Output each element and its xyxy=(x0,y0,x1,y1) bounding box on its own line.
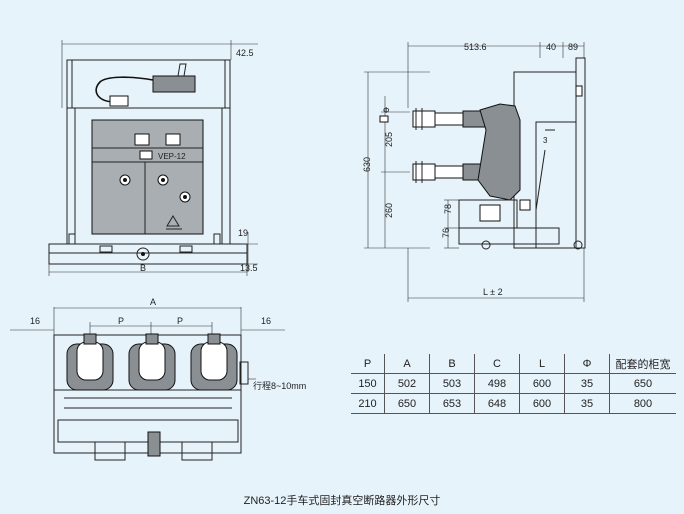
dim-3: 3 xyxy=(543,136,548,145)
table-row: 150 502 503 498 600 35 650 xyxy=(351,373,676,394)
dim-513-6: 513.6 xyxy=(464,42,487,52)
dim-16-left: 16 xyxy=(30,316,40,326)
dim-19: 19 xyxy=(238,228,248,238)
table-cell: 600 xyxy=(519,373,565,394)
dim-b: B xyxy=(140,263,146,273)
pole-middle xyxy=(128,333,176,391)
dim-p1: P xyxy=(118,316,124,326)
parameter-table: P A B C L Φ 配套的柜宽 150 502 503 498 600 35… xyxy=(351,354,676,414)
dim-p2: P xyxy=(177,316,183,326)
table-cell: 503 xyxy=(429,373,475,394)
table-cell: 150 xyxy=(351,373,385,394)
dim-a: A xyxy=(150,297,156,307)
table-cell: 502 xyxy=(384,373,430,394)
top-view: A P P 16 16 行程8~10mm xyxy=(10,297,306,461)
pole-left xyxy=(66,333,114,391)
indicator-window-left xyxy=(134,133,150,146)
embedded-pole xyxy=(477,103,521,201)
dim-13-5: 13.5 xyxy=(240,263,258,273)
table-header-cell: B xyxy=(429,354,475,374)
warning-triangle-icon xyxy=(166,215,180,227)
table-header-cell: P xyxy=(351,354,385,374)
dim-l: L ± 2 xyxy=(483,287,503,297)
stroke-label: 行程8~10mm xyxy=(253,380,306,391)
table-header-cell: L xyxy=(519,354,565,374)
front-view: 42.5 VEP-12 xyxy=(48,40,258,276)
indicator-window-right xyxy=(165,133,181,146)
table-header-cell: 配套的柜宽 xyxy=(609,354,676,374)
table-cell: 650 xyxy=(384,393,430,414)
table-cell: 650 xyxy=(609,373,676,394)
dim-89: 89 xyxy=(568,42,578,52)
dim-630: 630 xyxy=(362,157,372,172)
side-frame xyxy=(513,71,577,249)
upper-contact-arm xyxy=(412,108,494,130)
table-cell: 653 xyxy=(429,393,475,414)
side-view: 513.6 40 89 3 xyxy=(362,42,586,302)
top-handle xyxy=(152,75,196,93)
dim-40: 40 xyxy=(546,42,556,52)
table-header-cell: Φ xyxy=(564,354,610,374)
table-cell: 648 xyxy=(474,393,520,414)
dim-16-right: 16 xyxy=(261,316,271,326)
dim-phi: Φ xyxy=(383,106,389,115)
dim-260: 260 xyxy=(384,203,394,218)
table-row: 210 650 653 648 600 35 800 xyxy=(351,393,676,414)
table-cell: 35 xyxy=(564,373,610,394)
front-panel xyxy=(91,119,204,235)
pole-right xyxy=(190,333,238,391)
dim-42-5: 42.5 xyxy=(236,48,254,58)
table-header-cell: A xyxy=(384,354,430,374)
table-cell: 210 xyxy=(351,393,385,414)
table-cell: 498 xyxy=(474,373,520,394)
table-cell: 600 xyxy=(519,393,565,414)
front-base xyxy=(48,243,248,265)
dim-78: 78 xyxy=(443,204,453,214)
table-header-cell: C xyxy=(474,354,520,374)
dim-205: 205 xyxy=(384,132,394,147)
table-cell: 35 xyxy=(564,393,610,414)
panel-label: VEP-12 xyxy=(158,152,186,161)
figure-caption: ZN63-12手车式固封真空断路器外形尺寸 xyxy=(243,495,441,507)
table-cell: 800 xyxy=(609,393,676,414)
dim-76: 76 xyxy=(441,228,451,238)
table-header-row: P A B C L Φ 配套的柜宽 xyxy=(351,354,676,374)
